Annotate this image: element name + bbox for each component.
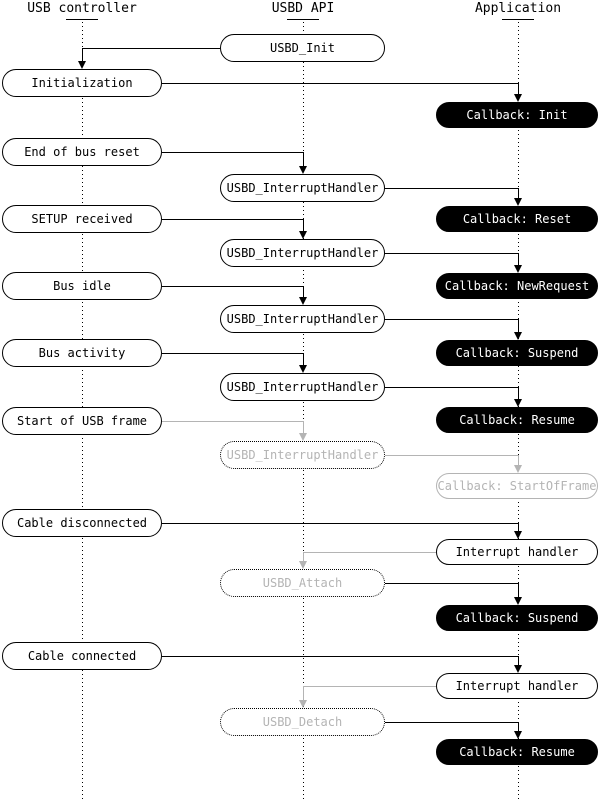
connector-line (385, 319, 518, 320)
node-interrupt-handler-2: Interrupt handler (436, 673, 598, 699)
node-callback-init: Callback: Init (436, 102, 598, 128)
arrowhead-down (514, 265, 522, 273)
arrowhead-down-inactive (299, 561, 307, 569)
connector-line (162, 152, 303, 153)
arrowhead-down (514, 665, 522, 673)
connector-line (82, 48, 83, 63)
arrowhead-down (514, 94, 522, 102)
node-callback-suspend-2: Callback: Suspend (436, 605, 598, 631)
connector-line-inactive (303, 421, 304, 435)
connector-line (385, 253, 518, 254)
arrowhead-down (514, 731, 522, 739)
arrowhead-down (514, 332, 522, 340)
arrowhead-down (514, 399, 522, 407)
connector-line-inactive (303, 686, 436, 687)
node-interrupt-handler-1: Interrupt handler (436, 539, 598, 565)
connector-line-inactive (162, 421, 303, 422)
arrowhead-down-inactive (299, 700, 307, 708)
connector-line (303, 152, 304, 168)
arrowhead-down (78, 61, 86, 69)
arrowhead-down-inactive (299, 433, 307, 441)
connector-line (518, 656, 519, 667)
node-usbd-interrupthandler-2: USBD_InterruptHandler (220, 239, 385, 267)
node-usbd-interrupthandler-1: USBD_InterruptHandler (220, 174, 385, 202)
connector-line (518, 722, 519, 733)
connector-line (518, 83, 519, 96)
node-usbd-attach-inactive: USBD_Attach (220, 569, 385, 597)
connector-line (385, 722, 518, 723)
connector-line (385, 387, 518, 388)
node-callback-suspend-1: Callback: Suspend (436, 340, 598, 366)
connector-line-inactive (518, 455, 519, 467)
arrowhead-down (299, 297, 307, 305)
lifeline-usbd-api (303, 22, 304, 802)
node-bus-idle: Bus idle (2, 272, 162, 300)
arrowhead-down (299, 166, 307, 174)
column-header-usb-controller: USB controller (27, 1, 137, 16)
header-underline (502, 19, 534, 20)
node-callback-startofframe-inactive: Callback: StartOfFrame (436, 473, 598, 499)
connector-line-inactive (303, 552, 436, 553)
arrowhead-down (514, 597, 522, 605)
connector-line (518, 319, 519, 334)
connector-line (385, 583, 518, 584)
connector-line-inactive (303, 686, 304, 702)
node-callback-resume-2: Callback: Resume (436, 739, 598, 765)
connector-line (518, 253, 519, 267)
connector-line-inactive (303, 552, 304, 563)
connector-line (82, 48, 220, 49)
connector-line (518, 583, 519, 599)
node-start-of-usb-frame: Start of USB frame (2, 407, 162, 435)
node-usbd-detach-inactive: USBD_Detach (220, 708, 385, 736)
node-cable-disconnected: Cable disconnected (2, 509, 162, 537)
node-callback-resume-1: Callback: Resume (436, 407, 598, 433)
connector-line (162, 523, 518, 524)
connector-line (162, 656, 518, 657)
node-setup-received: SETUP received (2, 205, 162, 233)
connector-line (518, 188, 519, 200)
connector-line (162, 83, 518, 84)
node-callback-reset: Callback: Reset (436, 206, 598, 232)
arrowhead-down-inactive (514, 465, 522, 473)
node-usbd-init: USBD_Init (220, 34, 385, 62)
connector-line (162, 286, 303, 287)
connector-line (162, 353, 303, 354)
connector-line (303, 219, 304, 233)
arrowhead-down (514, 531, 522, 539)
connector-line (385, 188, 518, 189)
connector-line (303, 286, 304, 299)
arrowhead-down (299, 365, 307, 373)
node-usbd-interrupthandler-5-inactive: USBD_InterruptHandler (220, 441, 385, 469)
node-end-of-bus-reset: End of bus reset (2, 138, 162, 166)
header-underline (287, 19, 319, 20)
column-header-application: Application (474, 1, 562, 16)
connector-line (518, 387, 519, 401)
connector-line (162, 219, 303, 220)
connector-line (518, 523, 519, 533)
node-usbd-interrupthandler-4: USBD_InterruptHandler (220, 373, 385, 401)
arrowhead-down (299, 231, 307, 239)
node-cable-connected: Cable connected (2, 642, 162, 670)
column-header-usbd-api: USBD API (271, 1, 335, 16)
node-callback-newrequest: Callback: NewRequest (436, 273, 598, 299)
node-bus-activity: Bus activity (2, 339, 162, 367)
header-underline (66, 19, 98, 20)
connector-line (303, 353, 304, 367)
connector-line-inactive (385, 455, 518, 456)
node-usbd-interrupthandler-3: USBD_InterruptHandler (220, 305, 385, 333)
node-initialization: Initialization (2, 69, 162, 97)
arrowhead-down (514, 198, 522, 206)
